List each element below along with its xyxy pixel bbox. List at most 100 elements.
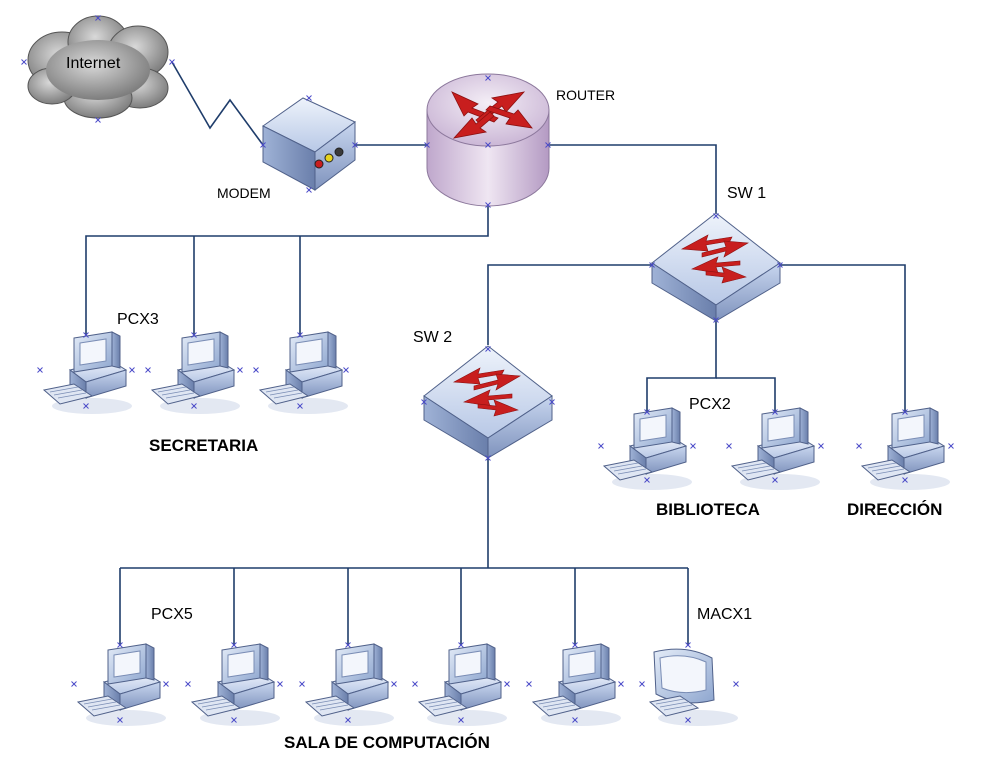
selection-handle (421, 399, 427, 405)
selection-handle (129, 367, 135, 373)
selection-handle (95, 15, 101, 21)
selection-handle (618, 681, 624, 687)
modem-icon (262, 97, 356, 191)
internet-label: Internet (66, 55, 121, 72)
selection-handle (345, 642, 351, 648)
selection-handle (713, 317, 719, 323)
router-secretaria-link (85, 205, 489, 335)
cloud-icon (27, 15, 169, 119)
selection-handle (191, 403, 197, 409)
selection-handle (818, 443, 824, 449)
selection-handle (343, 367, 349, 373)
selection-handle (485, 75, 491, 81)
selection-handle (549, 399, 555, 405)
selection-handle (644, 477, 650, 483)
selection-handle (306, 95, 312, 101)
pcx2-label: PCX2 (689, 396, 731, 413)
selection-handle (391, 681, 397, 687)
selection-handle (169, 59, 175, 65)
computers (42, 331, 950, 726)
selection-handle (772, 477, 778, 483)
biblioteca-drop-2 (716, 377, 776, 412)
sw1-label: SW 1 (727, 185, 767, 202)
sala-label: SALA DE COMPUTACIÓN (284, 733, 490, 752)
wan-link (171, 61, 264, 146)
selection-handle (95, 117, 101, 123)
selection-handle (485, 346, 491, 352)
selection-handle (690, 443, 696, 449)
selection-handle (685, 642, 691, 648)
selection-handle (83, 403, 89, 409)
selection-handle (145, 367, 151, 373)
selection-handle (237, 367, 243, 373)
selection-handle (685, 717, 691, 723)
computer-icon (860, 407, 950, 490)
sw2-label: SW 2 (413, 329, 453, 346)
selection-handle (231, 642, 237, 648)
computer-icon (76, 643, 166, 726)
selection-handle (733, 681, 739, 687)
mac-computer-icon (648, 648, 738, 726)
selection-handle (777, 262, 783, 268)
network-links (85, 61, 906, 645)
selection-handle (485, 202, 491, 208)
direccion-label: DIRECCIÓN (847, 500, 943, 519)
selection-handle (948, 443, 954, 449)
biblioteca-label: BIBLIOTECA (656, 500, 760, 519)
selection-handle (458, 717, 464, 723)
selection-handle (297, 332, 303, 338)
secretaria-label: SECRETARIA (149, 436, 259, 455)
computer-icon (730, 407, 820, 490)
sw1-biblioteca-link (646, 320, 717, 412)
selection-handle (458, 642, 464, 648)
sw1-direccion-link (780, 264, 906, 412)
switch-icon (423, 345, 553, 459)
computer-icon (602, 407, 692, 490)
selection-handle (277, 681, 283, 687)
selection-handle (598, 443, 604, 449)
selection-handle (902, 477, 908, 483)
pcx3-label: PCX3 (117, 311, 159, 328)
computer-icon (531, 643, 621, 726)
selection-handle (185, 681, 191, 687)
selection-handle (485, 142, 491, 148)
selection-handle (117, 717, 123, 723)
selection-handle (306, 187, 312, 193)
selection-handle (713, 213, 719, 219)
selection-handle (545, 142, 551, 148)
computer-icon (42, 331, 132, 414)
selection-handle (424, 142, 430, 148)
selection-handle (485, 455, 491, 461)
computer-icon (304, 643, 394, 726)
selection-handle (117, 642, 123, 648)
modem-label: MODEM (217, 185, 271, 201)
computer-icon (417, 643, 507, 726)
selection-handle (71, 681, 77, 687)
selection-handle (191, 332, 197, 338)
computer-icon (190, 643, 280, 726)
router-sw1-link (548, 144, 717, 222)
selection-handle (163, 681, 169, 687)
computer-icon (258, 331, 348, 414)
selection-handle (297, 403, 303, 409)
selection-handle (412, 681, 418, 687)
selection-handle (644, 409, 650, 415)
selection-handle (526, 681, 532, 687)
selection-handle (856, 443, 862, 449)
selection-handle (572, 642, 578, 648)
selection-handle (83, 332, 89, 338)
pcx5-label: PCX5 (151, 606, 193, 623)
switch-icon (651, 212, 781, 322)
computer-icon (150, 331, 240, 414)
selection-handle (649, 262, 655, 268)
router-icon (426, 73, 550, 207)
selection-handle (231, 717, 237, 723)
selection-handle (299, 681, 305, 687)
selection-handle (21, 59, 27, 65)
selection-handle (572, 717, 578, 723)
router-label: ROUTER (556, 87, 616, 103)
selection-handle (37, 367, 43, 373)
selection-handle (253, 367, 259, 373)
macx1-label: MACX1 (697, 606, 753, 623)
